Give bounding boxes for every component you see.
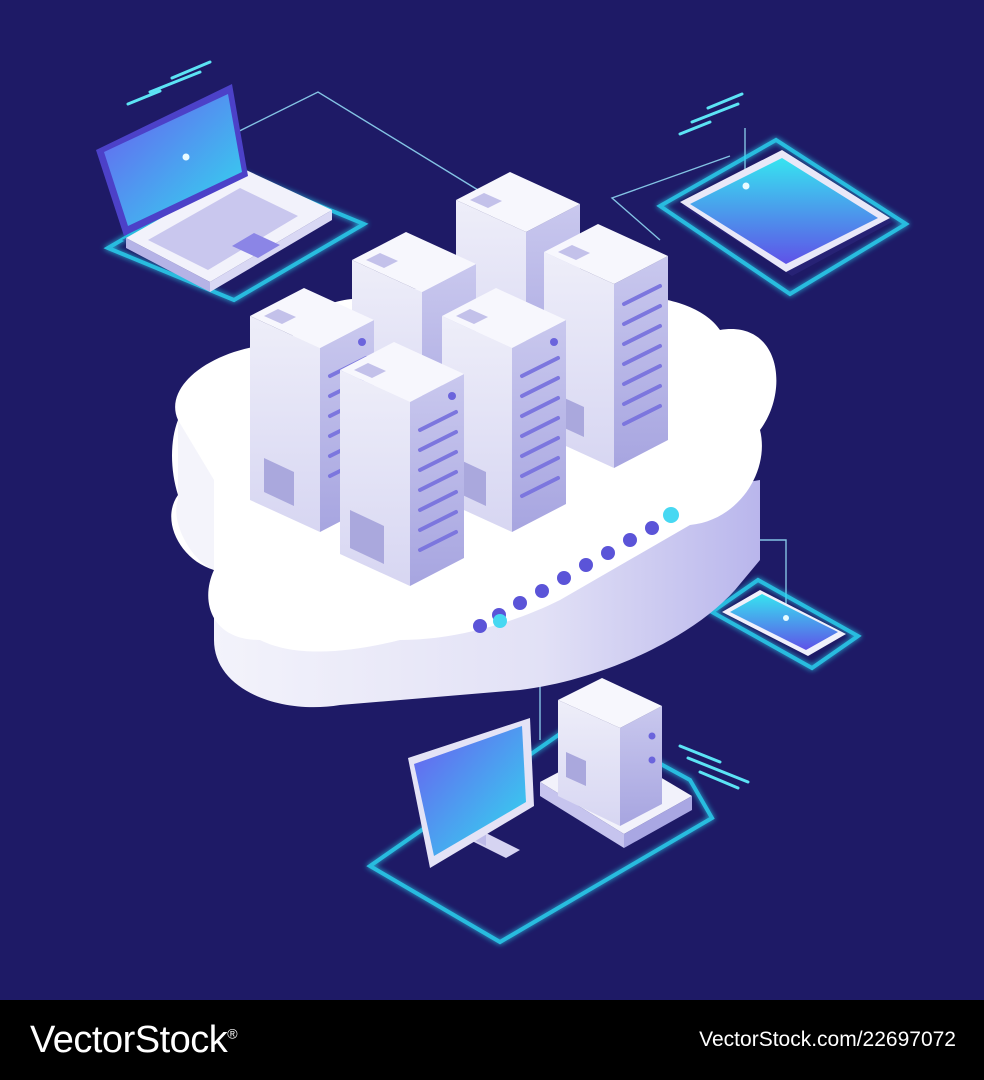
cloud-led-row (473, 521, 659, 633)
smartphone-icon (708, 577, 862, 671)
tablet-icon (656, 92, 910, 297)
watermark-bar: VectorStock® VectorStock.com/22697072 (0, 1000, 984, 1080)
desktop-workstation-icon (366, 678, 750, 945)
desktop-tower-icon (540, 678, 692, 848)
brand-name: VectorStock (30, 1018, 228, 1061)
cloud-computing-illustration (96, 60, 910, 945)
server-rack-icon (250, 172, 668, 586)
laptop-icon (96, 60, 369, 303)
image-id: VectorStock.com/22697072 (699, 1028, 956, 1051)
registered-mark: ® (227, 1024, 238, 1041)
vectorstock-logo: VectorStock® (30, 1018, 238, 1062)
desktop-monitor-icon (408, 718, 534, 868)
